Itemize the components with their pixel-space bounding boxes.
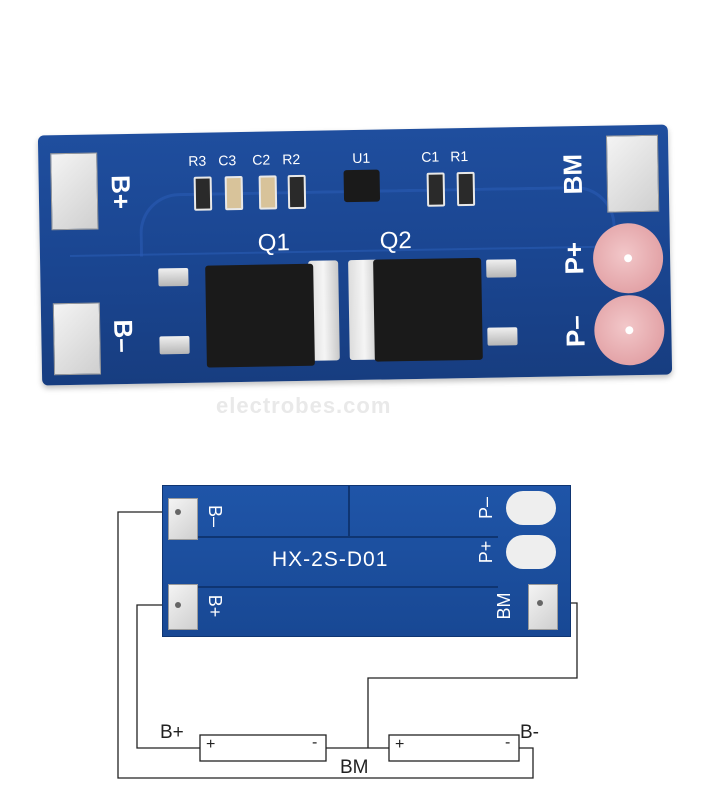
- battery-cell-right: [388, 734, 520, 762]
- cell-left-minus: -: [312, 734, 318, 751]
- p-minus-pad: [506, 491, 556, 525]
- bottom-pcb-board: B– B+ HX-2S-D01 P– P+ BM: [162, 485, 571, 637]
- p-minus-label: P–: [476, 496, 496, 520]
- bm-pad: [528, 584, 558, 630]
- cell-right-plus: +: [395, 736, 405, 753]
- b-plus-wire-label: B+: [160, 722, 184, 743]
- solder-point: [537, 600, 543, 606]
- p-plus-label: P+: [476, 540, 496, 564]
- battery-cell-left: [199, 734, 327, 762]
- b-minus-label: B–: [205, 504, 225, 528]
- solder-point: [175, 509, 181, 515]
- pcb-trace: [178, 536, 498, 538]
- p-plus-pad: [506, 535, 556, 569]
- pcb-trace: [178, 586, 498, 588]
- bm-label: BM: [494, 592, 514, 620]
- b-plus-pad: [168, 584, 198, 630]
- b-plus-label: B+: [205, 594, 225, 618]
- solder-point: [175, 602, 181, 608]
- b-minus-wire-label: B-: [520, 722, 539, 743]
- cell-right-minus: -: [505, 734, 511, 751]
- bm-wire-label: BM: [340, 757, 369, 778]
- watermark-text: electrobes.com: [216, 393, 392, 418]
- pcb-trace: [348, 486, 350, 536]
- b-minus-pad: [168, 498, 198, 540]
- cell-left-plus: +: [206, 736, 216, 753]
- model-label: HX-2S-D01: [272, 548, 389, 571]
- wire-b-minus: [117, 511, 534, 779]
- wire-b-plus: [136, 604, 200, 749]
